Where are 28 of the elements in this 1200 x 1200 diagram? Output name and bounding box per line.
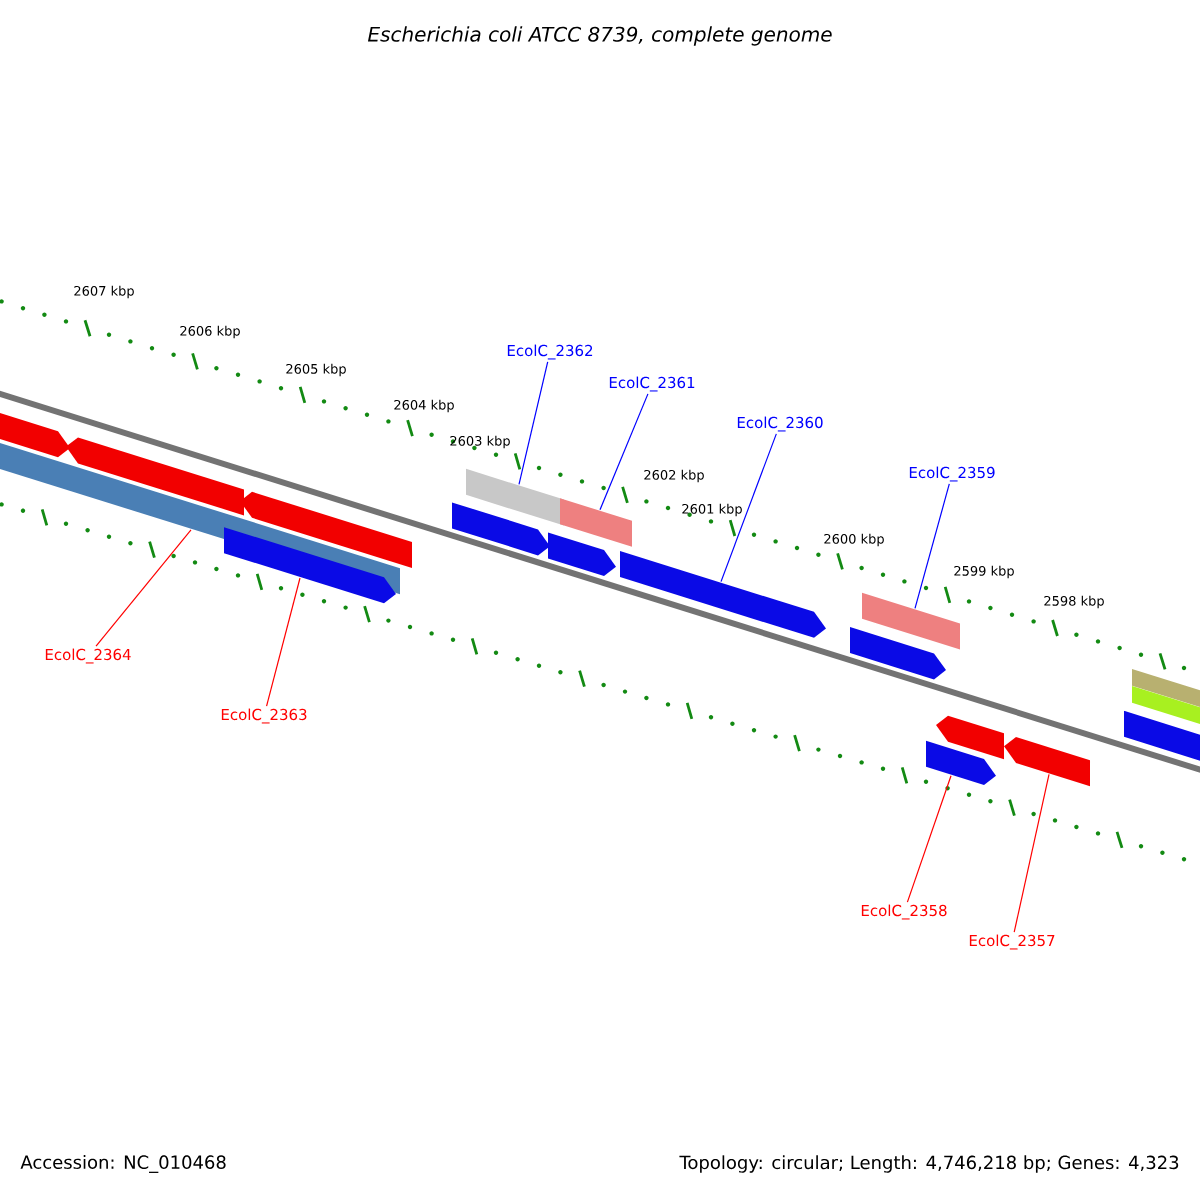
gene-block — [936, 715, 1004, 760]
leader-line — [906, 775, 952, 903]
gene-block — [926, 740, 996, 785]
gene-block — [620, 551, 826, 638]
gene-block — [1132, 669, 1200, 711]
gene-block — [560, 498, 632, 547]
gene-block — [548, 532, 616, 576]
accession-text: Accession: NC_010468 — [20, 1155, 226, 1173]
title: Escherichia coli ATCC 8739, complete genome — [367, 26, 832, 46]
gene-block — [862, 592, 960, 650]
gene-block — [850, 627, 946, 680]
leader-line — [518, 361, 549, 486]
gene-block — [452, 502, 550, 556]
gene-block — [1124, 710, 1200, 764]
leader-line — [1013, 773, 1050, 933]
gene-block — [240, 491, 412, 568]
gene-block — [0, 409, 70, 458]
gene-block — [1004, 737, 1090, 787]
gene-block — [466, 468, 564, 526]
leader-line — [720, 433, 777, 583]
leader-line — [599, 393, 649, 511]
leader-line — [265, 577, 301, 707]
gene-block — [1132, 686, 1200, 728]
gene-block — [224, 527, 396, 604]
genome-info-text: Topology: circular; Length: 4,746,218 bp; Genes: 4,323 — [679, 1155, 1179, 1173]
gene-block — [66, 437, 244, 516]
leader-line — [914, 483, 950, 609]
leader-line — [95, 529, 192, 647]
